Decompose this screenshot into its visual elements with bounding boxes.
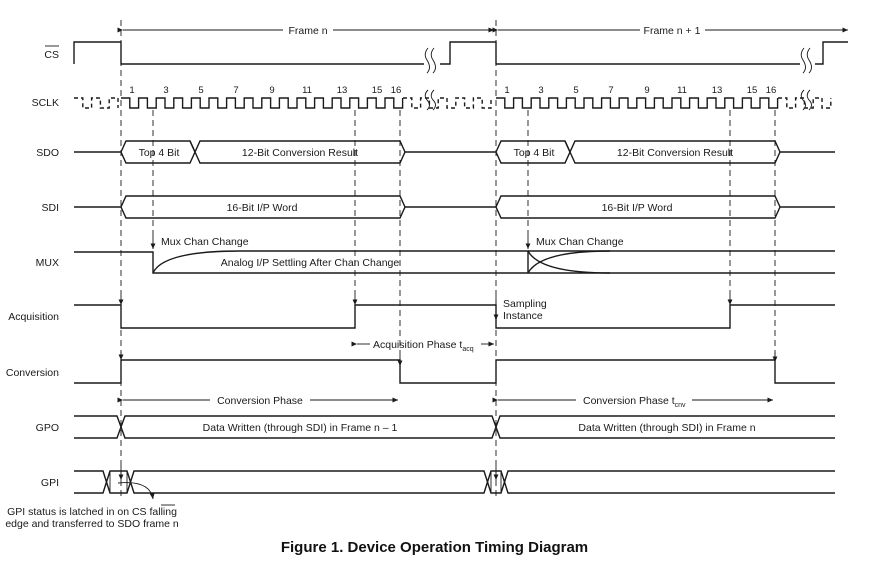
sdo-result-label: 12-Bit Conversion Result bbox=[617, 147, 733, 159]
conversion-phase-dimension: Conversion Phase Conversion Phase tcnv bbox=[117, 395, 773, 409]
sdi-word-label: 16-Bit I/P Word bbox=[227, 202, 298, 214]
sclk-break-mark bbox=[424, 89, 812, 111]
signal-label-sdi: SDI bbox=[41, 202, 59, 214]
frame-n1-dimension: Frame n + 1 bbox=[492, 25, 848, 37]
clock-numbers-frame-n: 1 3 5 7 9 11 13 15 16 bbox=[129, 85, 401, 96]
frame-n-label: Frame n bbox=[288, 25, 327, 37]
sampling-instance-label: Instance bbox=[503, 310, 543, 322]
conversion-phase-label: Conversion Phase bbox=[217, 395, 303, 407]
clock-number: 5 bbox=[198, 85, 203, 96]
gpi-note-line1: GPI status is latched in on CS falling bbox=[7, 506, 177, 518]
frame-n-dimension: Frame n bbox=[117, 25, 494, 37]
clock-numbers-frame-n1: 1 3 5 7 9 11 13 15 16 bbox=[504, 85, 776, 96]
sdi-bus: 16-Bit I/P Word 16-Bit I/P Word bbox=[74, 195, 835, 219]
clock-number: 3 bbox=[538, 85, 543, 96]
signal-label-sdo: SDO bbox=[36, 147, 59, 159]
clock-number: 16 bbox=[766, 85, 777, 96]
mux-waveform: Mux Chan Change Mux Chan Change Analog I… bbox=[74, 236, 835, 274]
signal-label-cs: CS bbox=[44, 49, 59, 61]
acquisition-waveform: Sampling Instance Acquisition Phase tacq bbox=[74, 296, 835, 353]
gpi-note-line2: edge and transferred to SDO frame n bbox=[5, 518, 179, 530]
clock-number: 11 bbox=[302, 85, 312, 96]
gpo-data-label: Data Written (through SDI) in Frame n bbox=[578, 422, 755, 434]
clock-number: 11 bbox=[677, 85, 687, 96]
acquisition-phase-label: Acquisition Phase tacq bbox=[373, 339, 474, 353]
clock-number: 13 bbox=[712, 85, 723, 96]
clock-number: 9 bbox=[269, 85, 274, 96]
clock-number: 13 bbox=[337, 85, 348, 96]
signal-label-gpi: GPI bbox=[41, 477, 59, 489]
clock-number: 15 bbox=[747, 85, 758, 96]
clock-number: 3 bbox=[163, 85, 168, 96]
conversion-waveform: Conversion Phase Conversion Phase tcnv bbox=[74, 352, 835, 409]
sdo-top4-label: Top 4 Bit bbox=[514, 147, 555, 159]
mux-chan-change-label: Mux Chan Change bbox=[161, 236, 249, 248]
signal-labels: CS SCLK SDO SDI MUX Acquisition Conversi… bbox=[6, 45, 59, 489]
sdi-word-label: 16-Bit I/P Word bbox=[602, 202, 673, 214]
clock-number: 7 bbox=[608, 85, 613, 96]
clock-number: 5 bbox=[573, 85, 578, 96]
gpo-bus: Data Written (through SDI) in Frame n – … bbox=[74, 415, 835, 439]
frame-n1-label: Frame n + 1 bbox=[644, 25, 701, 37]
mux-settling-label: Analog I/P Settling After Chan Change bbox=[221, 257, 400, 269]
clock-number: 1 bbox=[129, 85, 134, 96]
clock-number: 15 bbox=[372, 85, 383, 96]
conversion-phase-label: Conversion Phase tcnv bbox=[583, 395, 686, 409]
sclk-waveform: 1 3 5 7 9 11 13 15 16 1 3 5 7 9 11 13 15… bbox=[74, 85, 832, 111]
sdo-bus: Top 4 Bit 12-Bit Conversion Result Top 4… bbox=[74, 140, 835, 164]
signal-label-gpo: GPO bbox=[36, 422, 59, 434]
clock-number: 1 bbox=[504, 85, 509, 96]
clock-number: 9 bbox=[644, 85, 649, 96]
cs-waveform bbox=[73, 41, 848, 74]
clock-number: 7 bbox=[233, 85, 238, 96]
mux-chan-change-label: Mux Chan Change bbox=[536, 236, 624, 248]
signal-label-mux: MUX bbox=[36, 257, 59, 269]
signal-label-acquisition: Acquisition bbox=[8, 311, 59, 323]
gpi-bus: GPI status is latched in on CS falling e… bbox=[5, 466, 835, 530]
figure-caption: Figure 1. Device Operation Timing Diagra… bbox=[280, 539, 589, 556]
acquisition-phase-dimension: Acquisition Phase tacq bbox=[351, 339, 494, 353]
signal-label-sclk: SCLK bbox=[32, 97, 59, 109]
signal-label-conversion: Conversion bbox=[6, 367, 59, 379]
sdo-result-label: 12-Bit Conversion Result bbox=[242, 147, 358, 159]
gpo-data-label: Data Written (through SDI) in Frame n – … bbox=[203, 422, 398, 434]
cs-break-mark bbox=[424, 47, 812, 74]
clock-number: 16 bbox=[391, 85, 402, 96]
sdo-top4-label: Top 4 Bit bbox=[139, 147, 180, 159]
sampling-instance-label: Sampling bbox=[503, 298, 547, 310]
